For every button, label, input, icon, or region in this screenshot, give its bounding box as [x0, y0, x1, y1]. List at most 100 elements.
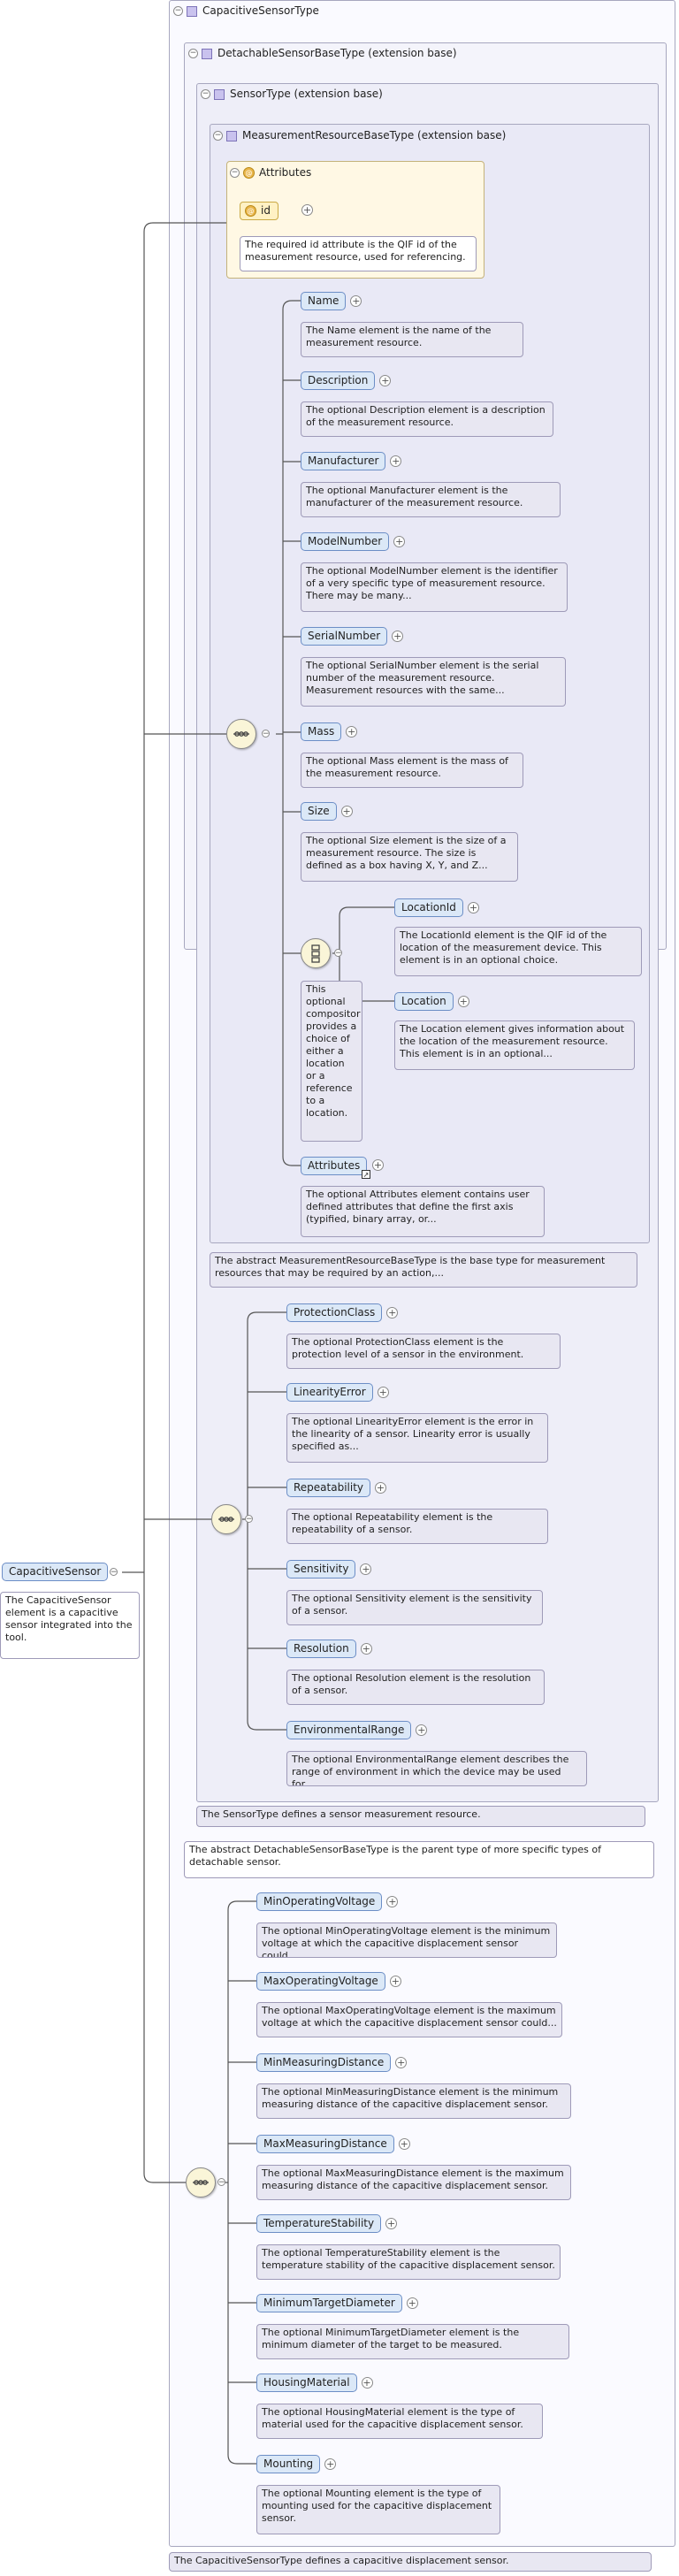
collapse-icon[interactable]: −: [334, 949, 342, 958]
min-measuring-distance-doc: The optional MinMeasuringDistance elemen…: [256, 2083, 571, 2119]
plus-icon[interactable]: +: [360, 1643, 372, 1655]
temperature-stability-element[interactable]: TemperatureStability: [256, 2214, 382, 2233]
plus-icon[interactable]: +: [379, 375, 392, 386]
plus-icon[interactable]: +: [361, 2377, 373, 2389]
mounting-element[interactable]: Mounting: [256, 2455, 321, 2473]
collapse-icon[interactable]: −: [110, 1568, 118, 1577]
size-element[interactable]: Size: [301, 802, 337, 821]
collapse-icon[interactable]: −: [213, 131, 223, 141]
mass-element[interactable]: Mass: [301, 722, 342, 741]
resolution-element[interactable]: Resolution: [286, 1640, 356, 1658]
resolution-doc: The optional Resolution element is the r…: [286, 1670, 545, 1705]
plus-icon[interactable]: +: [360, 1563, 372, 1575]
plus-icon[interactable]: +: [324, 2458, 337, 2470]
plus-icon[interactable]: +: [457, 996, 469, 1007]
type-title: CapacitiveSensorType: [202, 4, 319, 17]
mounting-doc: The optional Mounting element is the typ…: [256, 2485, 500, 2534]
repeatability-doc: The optional Repeatability element is th…: [286, 1509, 548, 1544]
sequence-compositor-icon[interactable]: [226, 719, 256, 749]
complex-type-icon: [187, 5, 197, 17]
location-id-element[interactable]: LocationId: [394, 898, 463, 917]
max-operating-voltage-element[interactable]: MaxOperatingVoltage: [256, 1972, 385, 1991]
detachable-base-doc: The abstract DetachableSensorBaseType is…: [184, 1841, 654, 1878]
plus-icon[interactable]: +: [392, 631, 404, 642]
sequence-compositor-icon[interactable]: [211, 1504, 241, 1534]
description-doc: The optional Description element is a de…: [301, 401, 553, 437]
attributes-element[interactable]: Attributes: [301, 1157, 368, 1175]
choice-compositor-icon[interactable]: [301, 938, 331, 968]
choice-doc: This optional compositor provides a choi…: [301, 981, 362, 1142]
plus-icon[interactable]: +: [395, 2057, 408, 2068]
plus-icon[interactable]: +: [467, 902, 479, 913]
location-element[interactable]: Location: [394, 992, 454, 1011]
plus-icon[interactable]: +: [386, 1896, 399, 1907]
reference-arrow-icon: ↗: [362, 1170, 370, 1179]
plus-icon[interactable]: +: [375, 1482, 387, 1494]
attribute-icon: @: [243, 167, 255, 179]
plus-icon[interactable]: +: [377, 1387, 389, 1398]
manufacturer-doc: The optional Manufacturer element is the…: [301, 482, 561, 517]
capacitive-sensor-element[interactable]: CapacitiveSensor: [2, 1563, 109, 1581]
plus-icon[interactable]: +: [350, 295, 362, 307]
minimum-target-diameter-element[interactable]: MinimumTargetDiameter: [256, 2294, 402, 2312]
min-measuring-distance-element[interactable]: MinMeasuringDistance: [256, 2053, 392, 2072]
mass-doc: The optional Mass element is the mass of…: [301, 753, 523, 788]
expand-icon[interactable]: +: [372, 1159, 384, 1171]
environmental-range-element[interactable]: EnvironmentalRange: [286, 1721, 412, 1739]
collapse-icon[interactable]: −: [262, 730, 270, 738]
sensitivity-element[interactable]: Sensitivity: [286, 1560, 356, 1578]
minimum-target-diameter-doc: The optional MinimumTargetDiameter eleme…: [256, 2324, 569, 2359]
location-id-doc: The LocationId element is the QIF id of …: [394, 927, 642, 976]
location-doc: The Location element gives information a…: [394, 1020, 635, 1070]
name-element[interactable]: Name: [301, 292, 347, 310]
protection-class-element[interactable]: ProtectionClass: [286, 1303, 383, 1322]
collapse-icon[interactable]: −: [188, 49, 198, 58]
plus-icon[interactable]: +: [386, 1307, 399, 1319]
max-measuring-distance-element[interactable]: MaxMeasuringDistance: [256, 2135, 394, 2153]
collapse-icon[interactable]: −: [245, 1515, 253, 1524]
attributes-group-header[interactable]: −@Attributes: [230, 165, 311, 180]
type-title: SensorType (extension base): [230, 88, 383, 100]
collapse-icon[interactable]: −: [173, 6, 183, 16]
serial-number-doc: The optional SerialNumber element is the…: [301, 657, 566, 707]
plus-icon[interactable]: +: [390, 455, 402, 467]
repeatability-element[interactable]: Repeatability: [286, 1479, 371, 1497]
sensitivity-doc: The optional Sensitivity element is the …: [286, 1590, 543, 1625]
linearity-error-element[interactable]: LinearityError: [286, 1383, 373, 1402]
sequence-compositor-icon[interactable]: [186, 2167, 216, 2198]
collapse-icon[interactable]: −: [201, 89, 210, 99]
plus-icon[interactable]: +: [346, 726, 358, 738]
expand-icon[interactable]: +: [301, 204, 313, 216]
complex-type-icon: [226, 130, 237, 141]
sensor-type-doc: The SensorType defines a sensor measurem…: [196, 1806, 645, 1827]
environmental-range-doc: The optional EnvironmentalRange element …: [286, 1751, 587, 1786]
type-title: MeasurementResourceBaseType (extension b…: [242, 129, 507, 141]
plus-icon[interactable]: +: [340, 806, 353, 817]
collapse-icon[interactable]: −: [230, 168, 240, 178]
manufacturer-element[interactable]: Manufacturer: [301, 452, 386, 470]
plus-icon[interactable]: +: [416, 1724, 428, 1736]
complex-type-icon: [202, 48, 212, 59]
attributes-element-doc: The optional Attributes element contains…: [301, 1186, 545, 1237]
id-attribute[interactable]: @id: [240, 202, 278, 220]
measurement-resource-base-header[interactable]: − MeasurementResourceBaseType (extension …: [213, 126, 506, 145]
collapse-icon[interactable]: −: [217, 2178, 225, 2187]
size-doc: The optional Size element is the size of…: [301, 832, 518, 882]
housing-material-element[interactable]: HousingMaterial: [256, 2373, 357, 2392]
plus-icon[interactable]: +: [389, 1976, 401, 1987]
serial-number-element[interactable]: SerialNumber: [301, 627, 388, 646]
name-doc: The Name element is the name of the meas…: [301, 322, 523, 357]
max-measuring-distance-doc: The optional MaxMeasuringDistance elemen…: [256, 2165, 571, 2200]
plus-icon[interactable]: +: [398, 2138, 410, 2150]
sensor-type-header[interactable]: − SensorType (extension base): [197, 84, 658, 103]
plus-icon[interactable]: +: [393, 536, 406, 547]
capacitive-sensor-type-doc: The CapacitiveSensorType defines a capac…: [169, 2552, 652, 2572]
plus-icon[interactable]: +: [385, 2218, 398, 2229]
capacitive-sensor-type-header[interactable]: − CapacitiveSensorType: [170, 1, 675, 20]
description-element[interactable]: Description: [301, 371, 376, 390]
plus-icon[interactable]: +: [406, 2297, 418, 2309]
min-operating-voltage-element[interactable]: MinOperatingVoltage: [256, 1892, 383, 1911]
detachable-sensor-base-header[interactable]: −DetachableSensorBaseType (extension bas…: [185, 43, 666, 63]
model-number-element[interactable]: ModelNumber: [301, 532, 390, 551]
